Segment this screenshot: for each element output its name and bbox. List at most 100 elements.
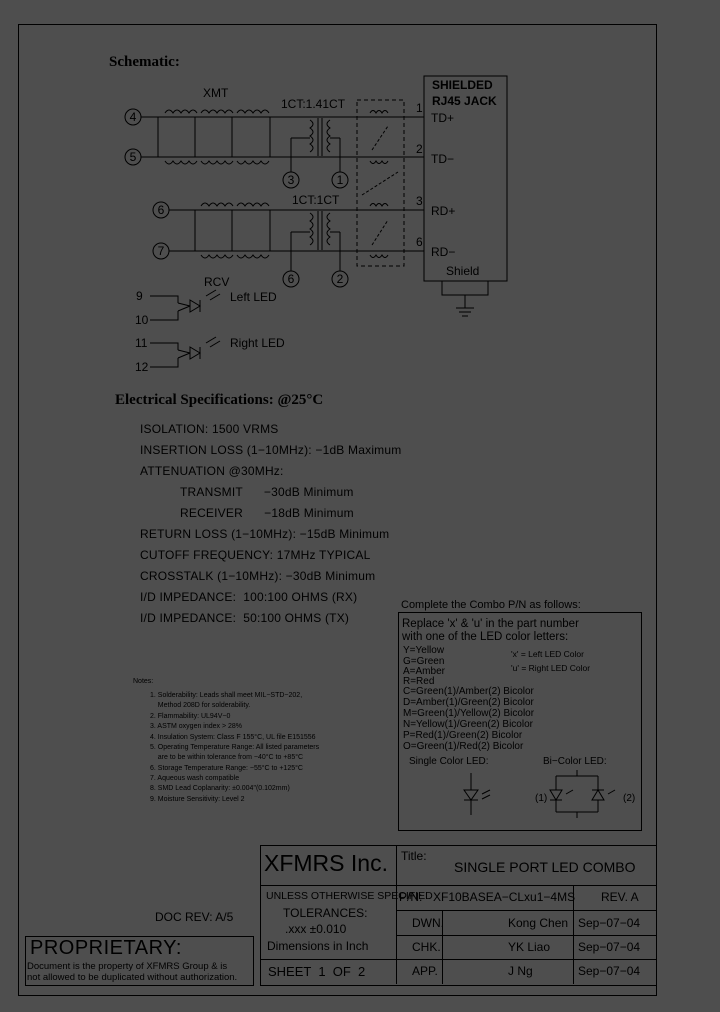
color-m: M=Green(1)/Yellow(2) Bicolor (403, 708, 535, 719)
title-block-row-1 (260, 885, 656, 886)
spec-transmit: TRANSMIT −30dB Minimum (180, 485, 354, 499)
chk-label: CHK. (412, 940, 441, 954)
jack-pin-6-number: 6 (416, 235, 423, 249)
revision: REV. A (601, 890, 639, 904)
color-c: C=Green(1)/Amber(2) Bicolor (403, 686, 534, 697)
drawing-frame (18, 24, 657, 996)
led-circuits (150, 289, 221, 368)
xmt-label: XMT (203, 86, 229, 100)
chk-date: Sep−07−04 (578, 940, 641, 954)
combo-line-1: Replace 'x' & 'u' in the part number (402, 618, 579, 630)
company-name: XFMRS Inc. (264, 850, 388, 876)
proprietary-line-1: Document is the property of XFMRS Group … (27, 961, 228, 972)
tolerance-line-3: .xxx ±0.010 (285, 922, 347, 936)
pin-4-label: 4 (130, 110, 137, 124)
color-p: P=Red(1)/Green(2) Bicolor (403, 730, 523, 741)
color-o: O=Green(1)/Red(2) Bicolor (403, 741, 524, 752)
tolerance-line-2: TOLERANCES: (283, 906, 368, 920)
note-3: 3. ASTM oxygen index > 28% (150, 723, 243, 730)
doc-rev: DOC REV: A/5 (155, 910, 234, 924)
led-pin-12: 12 (135, 360, 149, 374)
bi-led-1: (1) (535, 793, 548, 804)
led-pin-9: 9 (136, 289, 143, 303)
app-date: Sep−07−04 (578, 964, 641, 978)
xmt-transformer (290, 118, 341, 172)
color-d: D=Amber(1)/Green(2) Bicolor (403, 697, 534, 708)
common-mode-choke-box (356, 99, 405, 267)
spec-crosstalk: CROSSTALK (1−10MHz): −30dB Minimum (140, 569, 376, 583)
title-block-row-2 (396, 910, 656, 911)
electrical-specs-title: Electrical Specifications: @25°C (115, 392, 324, 408)
jack-pin-rd-minus: RD− (431, 245, 455, 259)
spec-receiver: RECEIVER −18dB Minimum (180, 506, 354, 520)
pin-5-label: 5 (130, 150, 137, 164)
single-led-label: Single Color LED: (409, 756, 489, 767)
color-r: R=Red (403, 676, 435, 687)
spec-impedance-rx: I/D IMPEDANCE: 100:100 OHMS (RX) (140, 590, 358, 604)
jack-pin-1-number: 1 (416, 101, 423, 115)
note-9: 9. Moisture Sensitivity: Level 2 (150, 796, 245, 803)
note-4: 4. Insulation System: Class F 155°C, UL … (150, 734, 316, 741)
jack-pin-td-plus: TD+ (431, 111, 454, 125)
dwn-name: Kong Chen (508, 916, 569, 930)
xmt-chokes (157, 109, 271, 165)
rcv-label: RCV (204, 275, 229, 289)
title-value: SINGLE PORT LED COMBO (454, 859, 636, 875)
color-a: A=Amber (403, 666, 445, 677)
color-n: N=Yellow(1)/Green(2) Bicolor (403, 719, 533, 730)
u-definition: 'u' = Right LED Color (511, 663, 591, 673)
tap-6-label: 6 (288, 272, 295, 286)
tolerance-line-1: UNLESS OTHERWISE SPECIFIED (266, 890, 433, 902)
title-block-divider (396, 845, 397, 984)
tap-2-label: 2 (337, 272, 344, 286)
right-led-label: Right LED (230, 336, 285, 350)
note-6: 6. Storage Temperature Range: −55°C to +… (150, 765, 303, 772)
chk-name: YK Liao (508, 940, 551, 954)
title-label: Title: (401, 849, 427, 863)
spec-return-loss: RETURN LOSS (1−10MHz): −15dB Minimum (140, 527, 390, 541)
x-definition: 'x' = Left LED Color (511, 649, 584, 659)
spec-cutoff: CUTOFF FREQUENCY: 17MHz TYPICAL (140, 548, 371, 562)
led-pin-10: 10 (135, 313, 149, 327)
combo-line-2: with one of the LED color letters: (402, 631, 569, 643)
color-y: Y=Yellow (403, 645, 445, 656)
proprietary-title: PROPRIETARY: (30, 937, 182, 959)
note-8: 8. SMD Lead Coplanarity: ±0.004"(0.102mm… (150, 785, 290, 792)
title-block-col-a (442, 910, 443, 984)
jack-title-line1: SHIELDED (432, 78, 493, 92)
notes-title: Notes: (133, 678, 154, 685)
left-led-label: Left LED (230, 290, 277, 304)
bi-led-label: Bi−Color LED: (543, 756, 607, 767)
combo-box (398, 612, 642, 831)
spec-insertion-loss: INSERTION LOSS (1−10MHz): −1dB Maximum (140, 443, 402, 457)
tap-3-label: 3 (288, 173, 295, 187)
pin-7-label: 7 (158, 244, 165, 258)
note-5b: are to be within tolerance from −40°C to… (150, 754, 304, 761)
title-block-row-4 (260, 959, 656, 960)
pin-6-label: 6 (158, 203, 165, 217)
jack-pin-3-number: 3 (416, 194, 423, 208)
jack-pin-td-minus: TD− (431, 152, 454, 166)
bi-led-2: (2) (623, 793, 636, 804)
dwn-date: Sep−07−04 (578, 916, 641, 930)
rcv-chokes (194, 202, 271, 259)
spec-isolation: ISOLATION: 1500 VRMS (140, 422, 279, 436)
app-label: APP. (412, 964, 438, 978)
led-pin-11: 11 (135, 336, 148, 350)
title-block (260, 845, 657, 986)
shield-label: Shield (446, 264, 479, 278)
jack-pin-2-number: 2 (416, 142, 423, 156)
xmt-ratio-label: 1CT:1.41CT (281, 97, 346, 111)
note-1b: Method 208D for solderability. (150, 702, 251, 709)
color-g: G=Green (403, 656, 445, 667)
jack-pin-rd-plus: RD+ (431, 204, 455, 218)
rcv-transformer (290, 211, 341, 271)
note-2: 2. Flammability: UL94V−0 (150, 713, 231, 720)
schematic-diagram: 4 5 6 7 3 1 6 2 XMT RCV 1CT:1.41CT 1CT:1… (124, 75, 508, 374)
single-led-symbol (463, 773, 491, 815)
title-block-row-3 (396, 935, 656, 936)
bicolor-led-symbol (549, 770, 616, 818)
proprietary-line-2: not allowed to be duplicated without aut… (27, 972, 238, 983)
note-7: 7. Aqueous wash compatible (150, 775, 240, 782)
